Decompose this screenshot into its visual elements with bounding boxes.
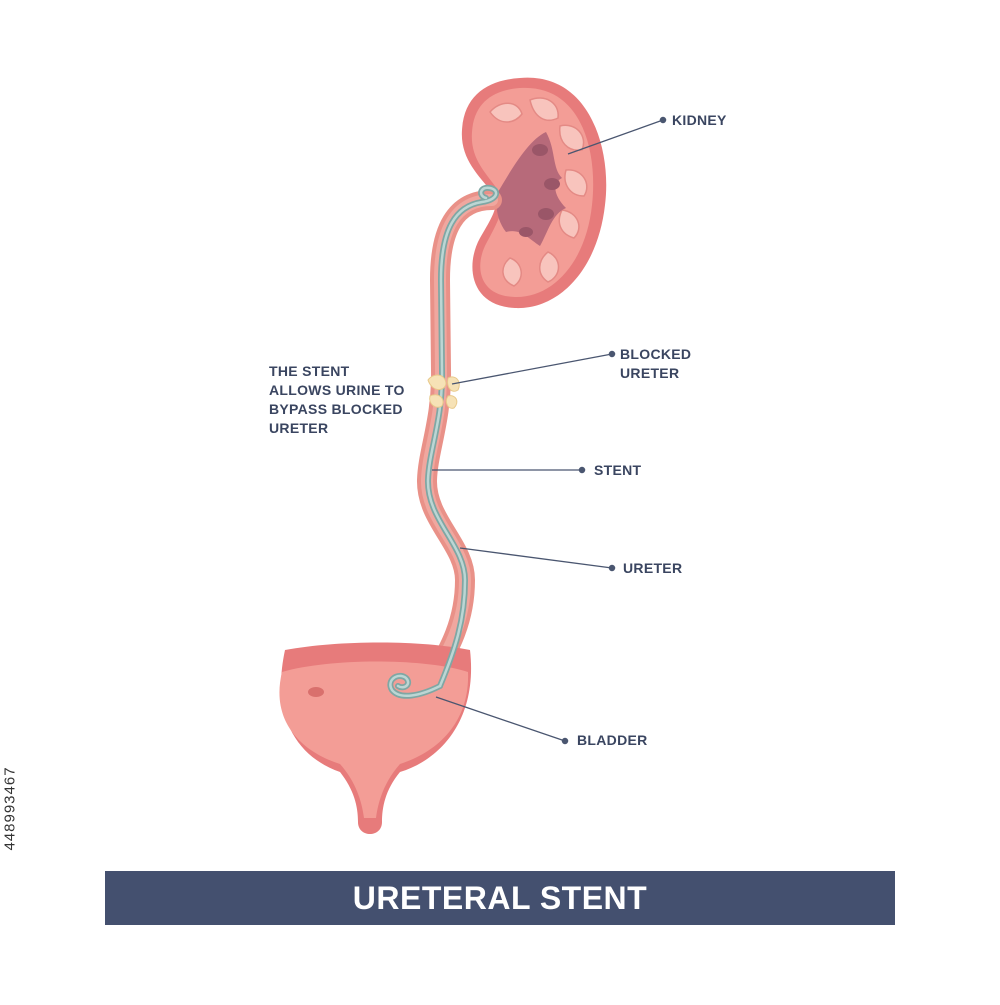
ureter-leader-dot	[608, 564, 616, 572]
diagram-title: URETERAL STENT	[352, 879, 648, 916]
kidney-pyramids	[489, 97, 588, 287]
stock-id: 448993467	[2, 760, 30, 860]
kidney	[461, 77, 607, 309]
title-bar: URETERAL STENT	[105, 871, 895, 925]
kidney-leader-dot	[659, 116, 667, 124]
leader-lines	[432, 116, 667, 745]
ureter-leader	[459, 547, 613, 569]
bladder-leader-dot	[561, 737, 569, 745]
bladder	[279, 642, 472, 834]
bladder-inner	[279, 661, 469, 818]
blocked-ureter-label: BLOCKED URETER	[620, 346, 692, 381]
calyces	[519, 144, 560, 237]
blocked-ureter-leader	[451, 353, 613, 385]
blockage	[427, 374, 460, 409]
ureter-label: URETER	[623, 560, 683, 576]
bladder-label: BLADDER	[577, 732, 648, 748]
kidney-leader	[567, 119, 664, 155]
blocked-ureter-leader-dot	[608, 350, 616, 358]
stent-note-label: THE STENT ALLOWS URINE TO BYPASS BLOCKED…	[269, 363, 405, 436]
ureteral-orifice	[308, 687, 324, 697]
bladder-leader	[435, 696, 566, 742]
stock-id-text: 448993467	[1, 766, 19, 851]
kidney-label: KIDNEY	[672, 112, 727, 128]
stent-label: STENT	[594, 462, 642, 478]
stent-leader-dot	[578, 466, 586, 474]
